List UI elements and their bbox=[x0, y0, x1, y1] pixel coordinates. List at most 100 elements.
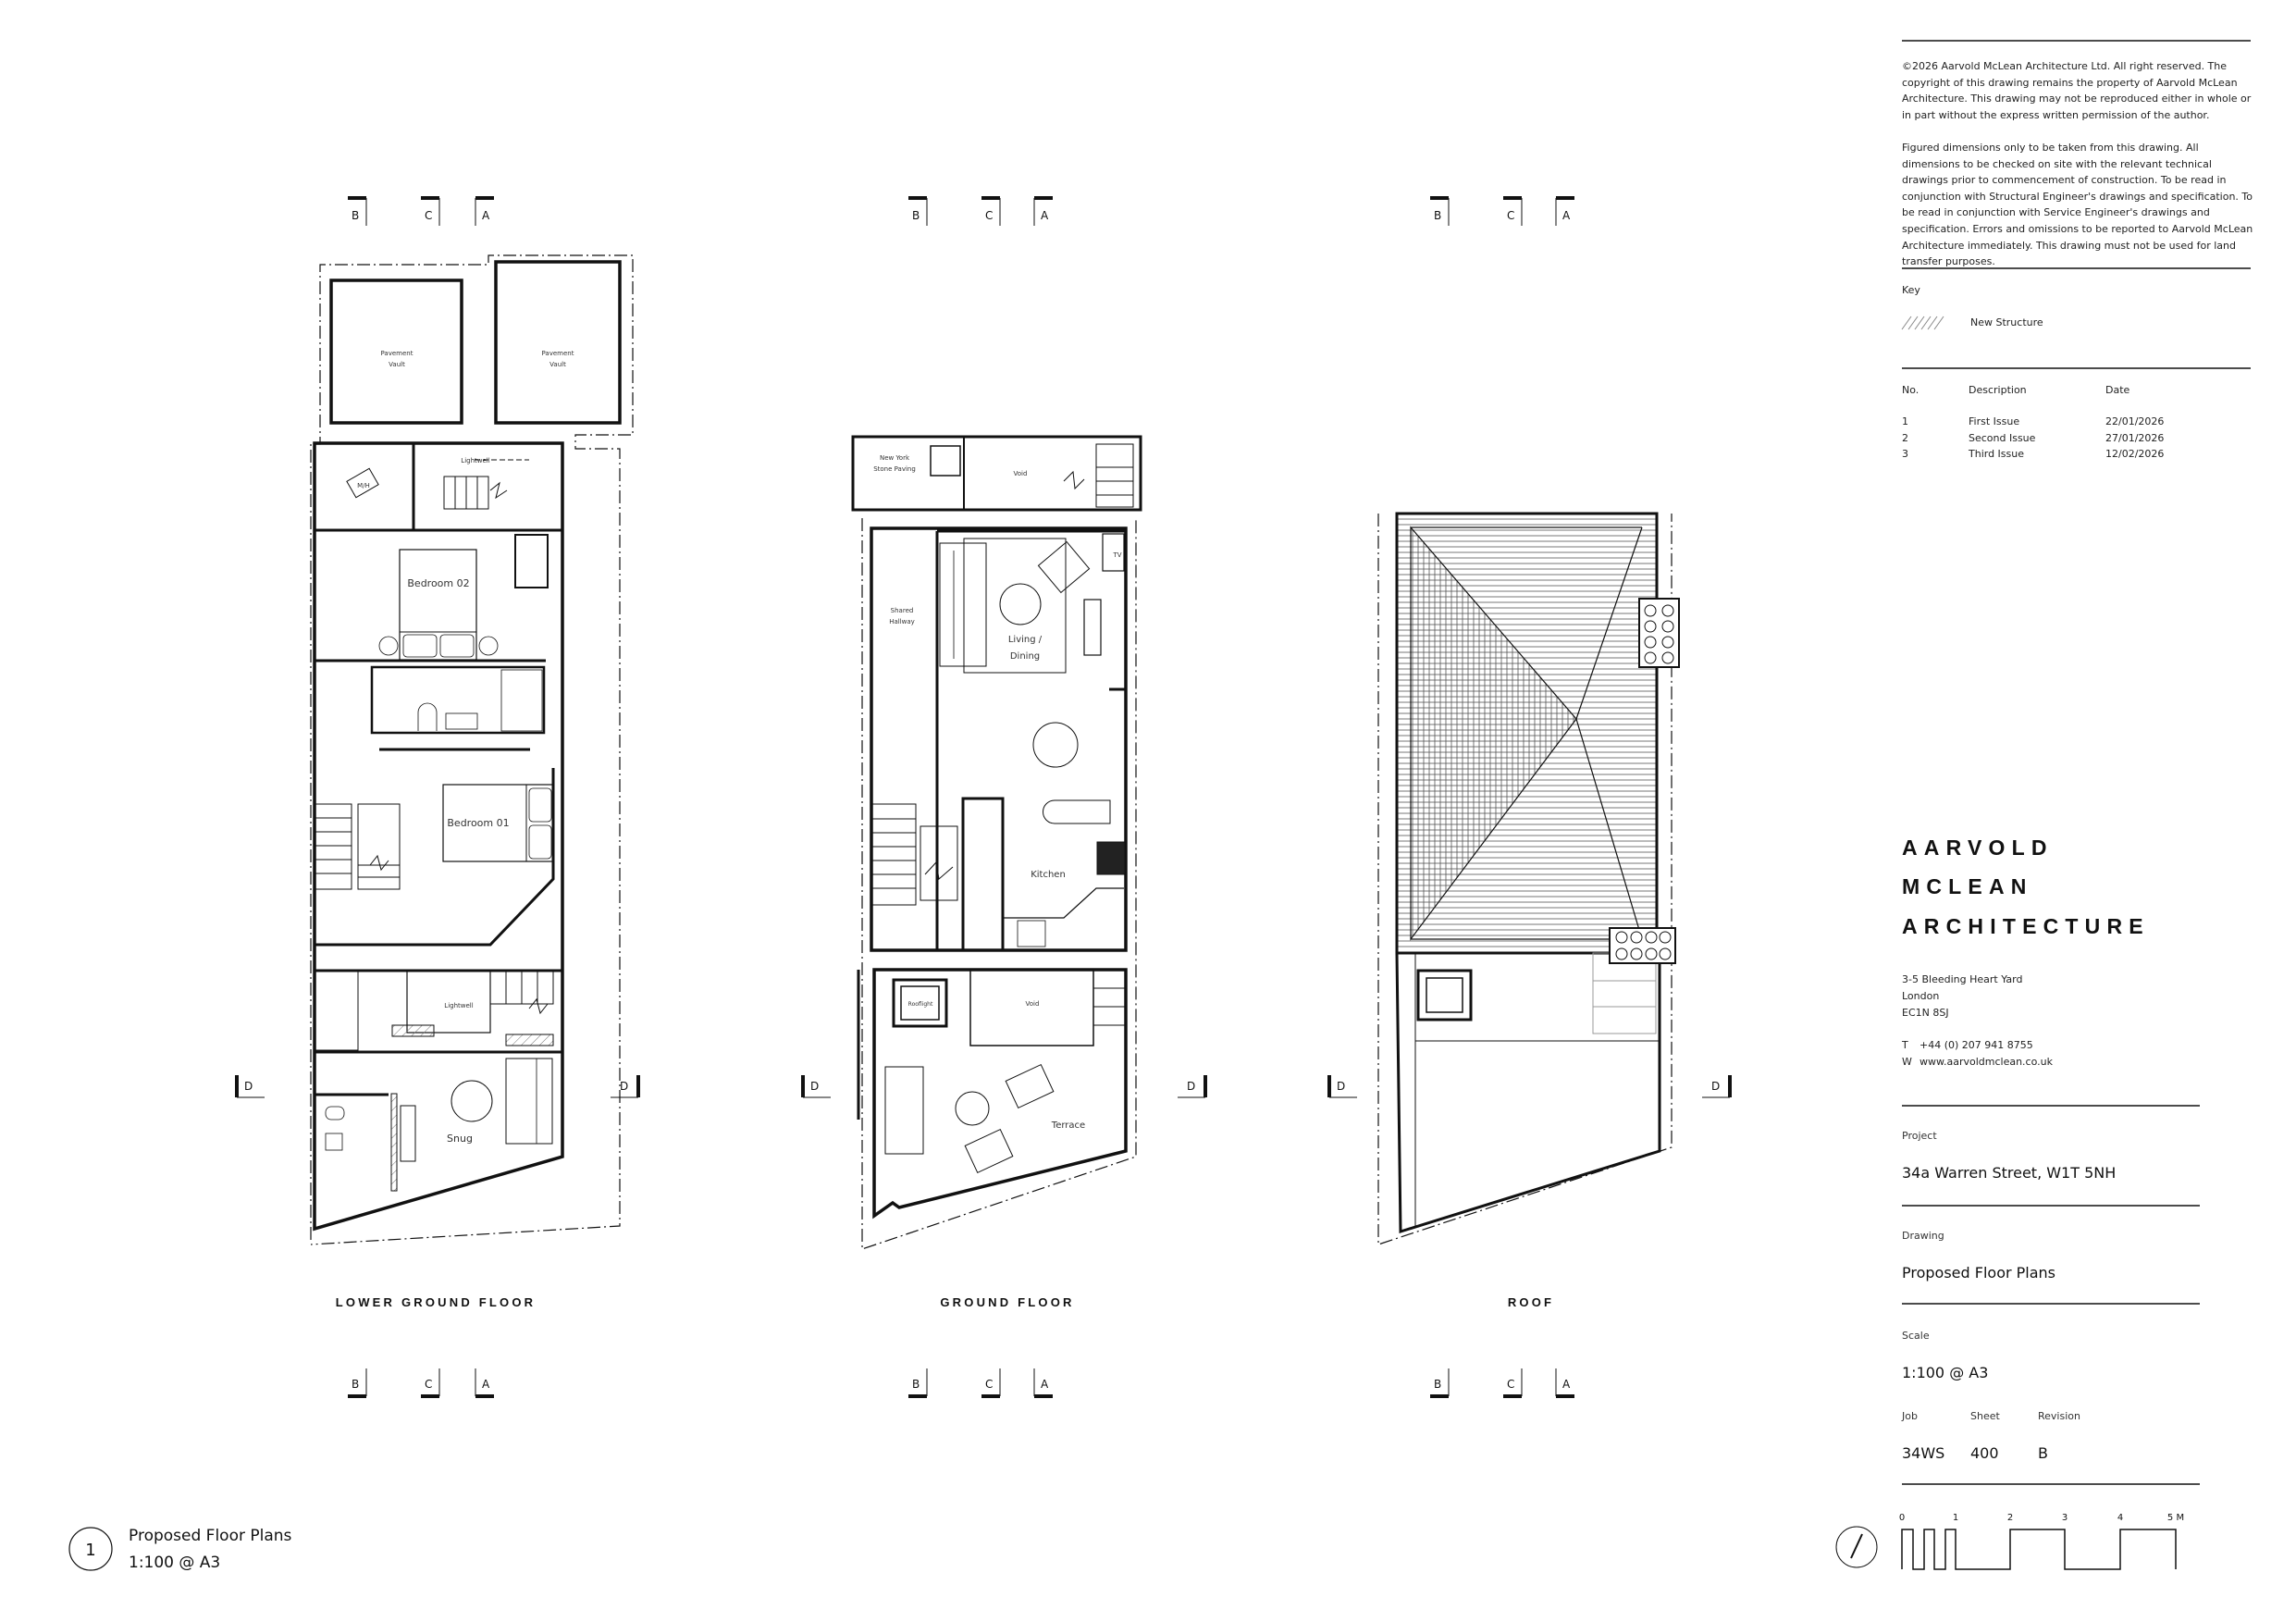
rooflight bbox=[892, 978, 948, 1028]
room-label: Shared bbox=[891, 607, 914, 614]
scale-label: Scale bbox=[1902, 1330, 1930, 1342]
revisions-header-description: Description bbox=[1969, 384, 2027, 396]
section-marker-c: C bbox=[421, 196, 440, 226]
section-marker-b: B bbox=[1430, 1368, 1450, 1398]
lg-outer-wall bbox=[313, 441, 564, 1232]
drawing-number-bubble bbox=[68, 1527, 113, 1571]
room-label: M/H bbox=[357, 482, 370, 489]
scale-tick: 5 M bbox=[2167, 1513, 2184, 1523]
stair-lower-ground bbox=[314, 803, 401, 890]
terrace-table bbox=[955, 1091, 990, 1126]
section-letter: D bbox=[1711, 1080, 1720, 1093]
drawing-ref-scale: 1:100 @ A3 bbox=[129, 1554, 221, 1572]
roof-plan bbox=[1377, 512, 1680, 1245]
section-letter: A bbox=[1562, 1378, 1571, 1391]
living-rug bbox=[963, 538, 1067, 674]
web-label: W bbox=[1902, 1056, 1912, 1068]
north-arrow bbox=[1835, 1526, 1878, 1568]
front-stair bbox=[1063, 443, 1134, 508]
section-markers: B C A B C A B C A B C A B C A B C A D D … bbox=[235, 196, 1732, 1398]
ground-floor-plan bbox=[851, 435, 1142, 1250]
revisions-header-date: Date bbox=[2105, 384, 2130, 396]
scale-bar-ticks: 0 1 2 3 4 5 M bbox=[1899, 1513, 2184, 1523]
section-marker-d: D bbox=[611, 1075, 640, 1098]
section-letter: B bbox=[1434, 209, 1441, 222]
section-letter: D bbox=[1187, 1080, 1195, 1093]
wc bbox=[325, 1106, 345, 1121]
lower-roof bbox=[1395, 951, 1661, 1234]
section-marker-c: C bbox=[981, 1368, 1001, 1398]
room-label: Lightwell bbox=[461, 457, 489, 464]
room-label: Bedroom 02 bbox=[407, 577, 469, 589]
room-label: Vault bbox=[389, 361, 405, 368]
snug-sofa bbox=[505, 1058, 553, 1145]
room-label: Living / bbox=[1008, 635, 1043, 645]
section-marker-d: D bbox=[235, 1075, 265, 1098]
roof-hip-left bbox=[1410, 526, 1577, 941]
job-label: Job bbox=[1902, 1410, 1918, 1422]
copyright-notice: ©2026 Aarvold McLean Architecture Ltd. A… bbox=[1902, 60, 2252, 121]
chimney-stack-2 bbox=[1609, 927, 1676, 964]
bathroom bbox=[370, 665, 546, 735]
living-sofa bbox=[939, 542, 987, 667]
address-line: 3-5 Bleeding Heart Yard bbox=[1902, 973, 2023, 985]
room-label: Pavement bbox=[542, 350, 574, 357]
room-label: Void bbox=[1014, 470, 1028, 477]
section-letter: C bbox=[425, 1378, 432, 1391]
phone-number: +44 (0) 207 941 8755 bbox=[1920, 1039, 2033, 1051]
section-marker-c: C bbox=[1503, 1368, 1523, 1398]
section-marker-b: B bbox=[908, 196, 928, 226]
section-letter: B bbox=[352, 1378, 359, 1391]
room-label: New York bbox=[880, 454, 910, 462]
scale-tick: 2 bbox=[2007, 1513, 2013, 1523]
section-marker-d: D bbox=[1702, 1075, 1732, 1098]
gf-stair bbox=[870, 803, 958, 906]
lightwell-stair-bottom bbox=[489, 970, 554, 1015]
section-marker-d: D bbox=[1178, 1075, 1207, 1098]
kitchen-block bbox=[961, 797, 1005, 952]
key-title: Key bbox=[1902, 284, 1920, 296]
revision-description: First Issue bbox=[1969, 415, 2020, 427]
new-structure-hatch-1 bbox=[391, 1024, 435, 1037]
chimney-stack-1 bbox=[1638, 598, 1680, 668]
logo-line: AARVOLD bbox=[1902, 836, 2054, 860]
revision-date: 22/01/2026 bbox=[2105, 415, 2165, 427]
section-marker-c: C bbox=[1503, 196, 1523, 226]
section-letter: C bbox=[985, 1378, 993, 1391]
scale-tick: 1 bbox=[1953, 1513, 1958, 1523]
room-label: Pavement bbox=[381, 350, 414, 357]
section-letter: D bbox=[810, 1080, 819, 1093]
dining-table bbox=[1032, 722, 1079, 768]
gf-outer-wall bbox=[870, 526, 1128, 952]
section-marker-c: C bbox=[421, 1368, 440, 1398]
section-marker-d: D bbox=[801, 1075, 831, 1098]
section-letter: C bbox=[1507, 1378, 1514, 1391]
room-label: Snug bbox=[447, 1133, 473, 1145]
job-value: 34WS bbox=[1902, 1444, 1945, 1462]
section-letter: C bbox=[425, 209, 432, 222]
section-letter: D bbox=[1337, 1080, 1345, 1093]
manhole-cover bbox=[346, 467, 379, 499]
site-boundary bbox=[1377, 514, 1673, 1245]
coffee-table bbox=[999, 583, 1042, 625]
void-area bbox=[969, 969, 1094, 1046]
wardrobe bbox=[514, 534, 549, 588]
section-letter: B bbox=[912, 209, 920, 222]
revision-no: 3 bbox=[1902, 448, 1908, 460]
drawing-number: 1 bbox=[85, 1541, 95, 1560]
section-letter: D bbox=[244, 1080, 253, 1093]
sheet-label: Sheet bbox=[1970, 1410, 2000, 1422]
project-label: Project bbox=[1902, 1130, 1937, 1142]
hob bbox=[1096, 841, 1126, 875]
revisions-header-no: No. bbox=[1902, 384, 1920, 396]
website-link[interactable]: www.aarvoldmclean.co.uk bbox=[1920, 1056, 2053, 1068]
lower-ground-labels: Pavement Vault Pavement Vault M/H Lightw… bbox=[357, 350, 574, 1145]
section-marker-a: A bbox=[475, 1368, 494, 1398]
room-label: Kitchen bbox=[1031, 870, 1066, 880]
floor-title-ground: GROUND FLOOR bbox=[940, 1295, 1075, 1309]
scale-tick: 0 bbox=[1899, 1513, 1905, 1523]
drawing-value: Proposed Floor Plans bbox=[1902, 1264, 2056, 1282]
drawing-label: Drawing bbox=[1902, 1230, 1944, 1242]
ground-floor-labels: New York Stone Paving Void Shared Hallwa… bbox=[873, 454, 1122, 1131]
